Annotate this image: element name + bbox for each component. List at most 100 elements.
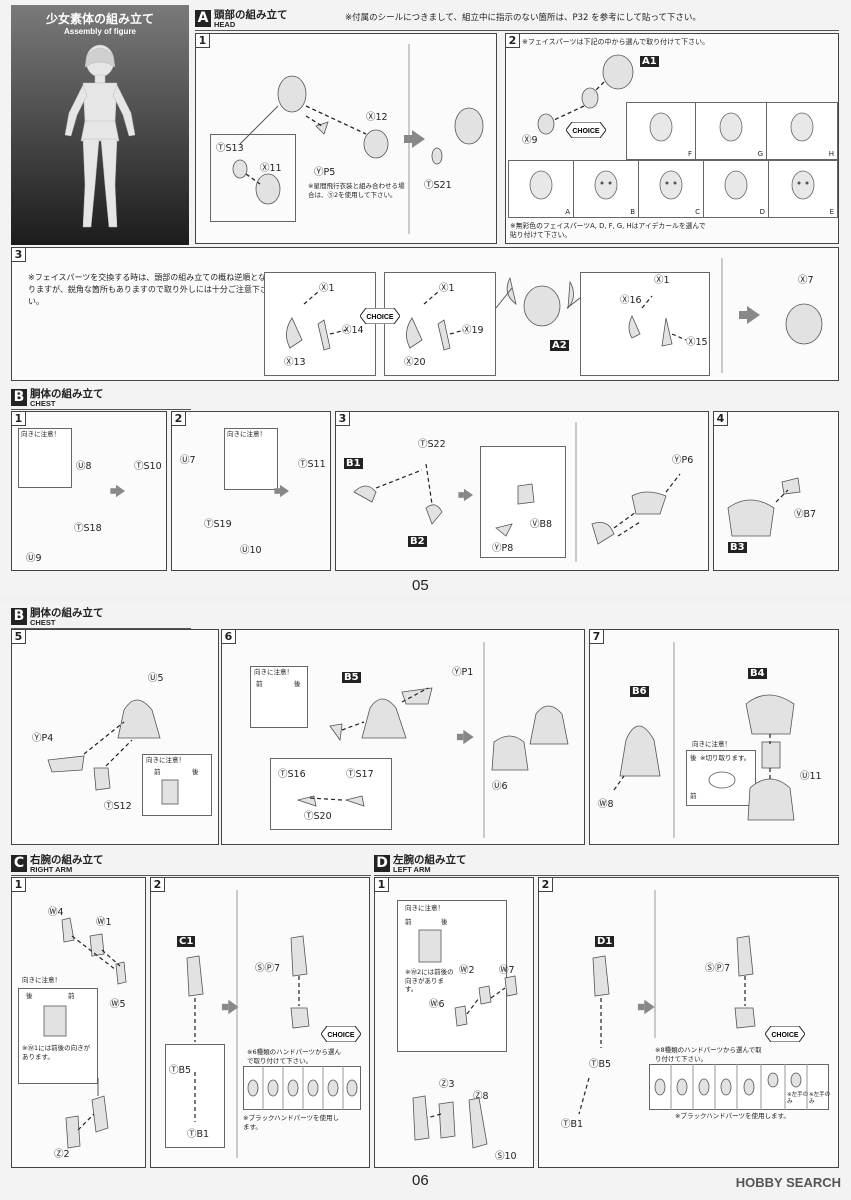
d2-note2: ※ブラックハンドパーツを使用します。 xyxy=(675,1112,790,1120)
b1-step-3-num: 3 xyxy=(336,412,350,426)
svg-text:CHOICE: CHOICE xyxy=(327,1032,355,1039)
c1-label-w4: Ⓦ4 xyxy=(48,907,64,918)
b1-s3-arrow xyxy=(458,488,474,502)
figure-subtitle: Assembly of figure xyxy=(63,27,136,36)
section-a-header: A 頭部の組み立て HEAD ※付属のシールにつきまして、組立中に指示のない箇所… xyxy=(195,8,839,31)
b1-step-1: 1 向きに注意！ Ⓤ8 ⓉS10 ⓉS18 Ⓤ9 xyxy=(11,411,167,571)
b1-step-4: 4 ⓋB7 B3 xyxy=(713,411,839,571)
a-step-2: 2 ※フェイスパーツは下記の中から選んで取り付けて下さい。 A1 Ⓧ9 CHOI… xyxy=(505,33,839,244)
a-step-1: 1 Ⓧ12 ⓉS13 Ⓧ11 ⓎP5 ※星間飛行衣装と組み合わせる場合は、Ⓢ2を… xyxy=(195,33,497,244)
d-step-1-num: 1 xyxy=(375,878,389,892)
figure-panel: 少女素体の組み立て Assembly of figure xyxy=(11,5,189,245)
a3-note: ※フェイスパーツを交換する時は、頭部の組み立ての概ね逆順となりますが、鋭角な箇所… xyxy=(28,273,268,306)
a2-face-e: E xyxy=(768,160,838,218)
page-05: 少女素体の組み立て Assembly of figure A 頭部の組み立て H… xyxy=(0,0,851,596)
b2-step-5-num: 5 xyxy=(12,630,26,644)
c-step-2-num: 2 xyxy=(151,878,165,892)
b6-label-u6: Ⓤ6 xyxy=(492,781,508,792)
d1-note: ※Ⓦ2には前後の向きがあります。 xyxy=(405,968,454,993)
b1-s2-arrow xyxy=(274,484,290,498)
b2-step-7-num: 7 xyxy=(590,630,604,644)
section-a-letter: A xyxy=(195,10,211,27)
a3-label-x7: Ⓧ7 xyxy=(798,275,814,286)
b7-tag-b6: B6 xyxy=(630,686,649,697)
a2-face-d: D xyxy=(703,160,769,218)
b6-label-s17: ⓉS17 xyxy=(346,769,374,780)
d1-label-z3: Ⓩ3 xyxy=(439,1079,455,1090)
a1-label-p5: ⓎP5 xyxy=(314,167,336,178)
c-step-2: 2 C1 ⓈⓅ7 ⓉB5 ⓉB1 CHOICE ※6種類のハンドパーツから選んで… xyxy=(150,877,370,1168)
b6-front: 前 xyxy=(256,680,263,688)
a3-label-20: Ⓧ20 xyxy=(404,357,426,368)
a2-diagram xyxy=(537,54,634,135)
section-b2-header: B 胴体の組み立て CHEST xyxy=(11,606,191,629)
b7-tag-b4: B4 xyxy=(748,668,767,679)
b5-caution: 向きに注意！ xyxy=(146,756,185,764)
b7-label-w8: Ⓦ8 xyxy=(598,799,614,810)
a3-label-19: Ⓧ19 xyxy=(462,325,484,336)
d1-label-s10: Ⓢ10 xyxy=(495,1151,517,1162)
a3-inset-3 xyxy=(580,272,710,376)
section-b1-sub: CHEST xyxy=(30,399,56,408)
section-d-header: D 左腕の組み立て LEFT ARM xyxy=(374,853,839,876)
b2-label-u10: Ⓤ10 xyxy=(240,545,262,556)
section-c-letter: C xyxy=(11,855,27,872)
b6-tag-b5: B5 xyxy=(342,672,361,683)
a3-label-1a: Ⓧ1 xyxy=(319,283,335,294)
b4-tag-b3: B3 xyxy=(728,542,747,553)
a3-diagram xyxy=(286,258,823,373)
c1-caution: 向きに注意！ xyxy=(22,976,61,984)
d-step-1: 1 向きに注意！ 前 後 ※Ⓦ2には前後の向きがあります。 Ⓦ2 Ⓦ7 Ⓦ6 Ⓩ… xyxy=(374,877,534,1168)
section-c-header: C 右腕の組み立て RIGHT ARM xyxy=(11,853,371,876)
d-step-2: 2 D1 ⓈⓅ7 ⓉB5 ⓉB1 CHOICE ※8種類のハンドパーツから選んで… xyxy=(538,877,839,1168)
a3-tag-a2: A2 xyxy=(550,340,569,351)
section-a-title: 頭部の組み立て xyxy=(214,9,288,21)
d-step-2-num: 2 xyxy=(539,878,553,892)
b1-step-2: 2 向きに注意！ Ⓤ7 ⓉS11 ⓉS19 Ⓤ10 xyxy=(171,411,331,571)
c-step-1: 1 Ⓦ4 Ⓦ1 Ⓦ5 向きに注意！ 後 前 ※Ⓦ1には前後の向きがあります。 Ⓩ… xyxy=(11,877,146,1168)
svg-text:CHOICE: CHOICE xyxy=(366,314,394,321)
b2-caution-inset xyxy=(224,428,278,490)
d2-tag-d1: D1 xyxy=(595,936,615,947)
c1-label-z2: Ⓩ2 xyxy=(54,1149,70,1160)
a-step-2-num: 2 xyxy=(506,34,520,48)
b6-arrow xyxy=(456,729,474,745)
c2-label-b5: ⓉB5 xyxy=(169,1065,192,1076)
b7-label-u11: Ⓤ11 xyxy=(800,771,822,782)
a1-label-s13: ⓉS13 xyxy=(216,143,244,154)
d1-label-w7: Ⓦ7 xyxy=(499,965,515,976)
a-step-1-num: 1 xyxy=(196,34,210,48)
a2-face-b: B xyxy=(573,160,639,218)
b7-front: 前 xyxy=(690,792,697,800)
section-b2-sub: CHEST xyxy=(30,618,56,627)
d2-choice: CHOICE xyxy=(764,1025,806,1043)
section-c-title: 右腕の組み立て xyxy=(30,854,104,866)
b6-caution: 向きに注意！ xyxy=(254,668,293,676)
a2-face-c: C xyxy=(638,160,704,218)
section-d-sub: LEFT ARM xyxy=(393,865,431,874)
a1-arrow xyxy=(404,130,425,148)
d2-arrow xyxy=(637,999,655,1015)
b1-step-2-num: 2 xyxy=(172,412,186,426)
d1-label-w2: Ⓦ2 xyxy=(459,965,475,976)
b3-label-b8: ⓋB8 xyxy=(530,519,553,530)
b1-label-s10: ⓉS10 xyxy=(134,461,162,472)
b7-caution: 向きに注意！ xyxy=(692,740,731,748)
c2-hands-box xyxy=(243,1066,361,1110)
d2-label-b1: ⓉB1 xyxy=(561,1119,584,1130)
a2-face-f: F xyxy=(626,102,696,160)
d2-label-s7: ⓈⓅ7 xyxy=(705,963,731,974)
b3-label-p8: ⓎP8 xyxy=(492,543,514,554)
b2-step-7: 7 B6 B4 Ⓦ8 Ⓤ11 向きに注意！ 後 ※切り取ります。 前 xyxy=(589,629,839,845)
d1-label-w6: Ⓦ6 xyxy=(429,999,445,1010)
b1-step-3: 3 B1 ⓉS22 B2 ⓎP6 ⓋB8 ⓎP8 xyxy=(335,411,709,571)
a2-note: ※フェイスパーツは下記の中から選んで取り付けて下さい。 xyxy=(522,38,710,46)
c1-note: ※Ⓦ1には前後の向きがあります。 xyxy=(22,1044,91,1061)
b1-step-1-num: 1 xyxy=(12,412,26,426)
b6-caution-inset xyxy=(250,666,308,728)
c1-label-w1: Ⓦ1 xyxy=(96,917,112,928)
b2-caution: 向きに注意！ xyxy=(227,430,266,438)
a3-arrow xyxy=(739,306,760,324)
figure-image xyxy=(64,44,136,228)
a2-choice: CHOICE xyxy=(565,121,607,139)
